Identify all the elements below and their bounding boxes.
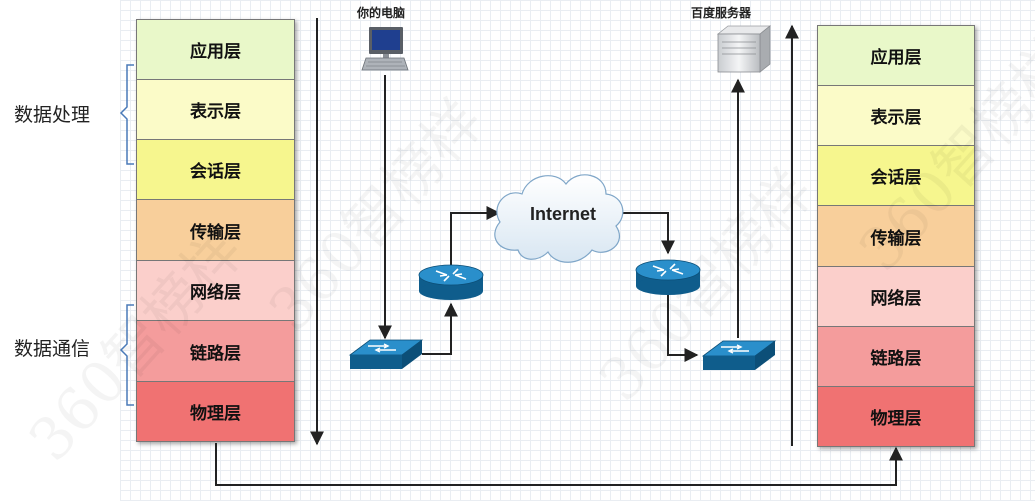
right-layer-link: 链路层: [817, 326, 975, 387]
right-osi-stack: 应用层 表示层 会话层 传输层 网络层 链路层 物理层: [817, 25, 975, 447]
data-processing-label: 数据处理: [14, 104, 91, 126]
internet-to-router-arrow: [613, 212, 675, 255]
left-router-icon: [418, 264, 484, 300]
right-layer-application: 应用层: [817, 25, 975, 86]
left-layer-link: 链路层: [136, 320, 295, 382]
left-layer-physical: 物理层: [136, 381, 295, 442]
router-to-internet-arrow: [450, 206, 501, 268]
data-processing-brace: [119, 64, 134, 165]
right-switch-icon: [701, 340, 777, 370]
computer-icon: [361, 27, 409, 71]
internet-label: Internet: [530, 204, 596, 224]
left-switch-icon: [348, 339, 424, 369]
your-computer-label: 你的电脑: [357, 6, 406, 20]
right-layer-network: 网络层: [817, 266, 975, 327]
right-layer-presentation: 表示层: [817, 85, 975, 146]
right-router-icon: [635, 259, 701, 295]
switch-to-router-arrow: [422, 302, 458, 355]
left-layer-network: 网络层: [136, 260, 295, 321]
left-layer-application: 应用层: [136, 19, 295, 80]
internet-cloud-icon: [494, 174, 624, 263]
left-layer-transport: 传输层: [136, 199, 295, 261]
left-osi-stack: 应用层 表示层 会话层 传输层 网络层 链路层 物理层: [136, 19, 295, 442]
baidu-server-label: 百度服务器: [691, 6, 752, 20]
physical-link-line: [215, 443, 903, 486]
right-layer-session: 会话层: [817, 145, 975, 206]
left-layer-session: 会话层: [136, 139, 295, 200]
data-communication-brace: [119, 304, 134, 406]
server-icon: [716, 25, 772, 73]
data-communication-label: 数据通信: [14, 338, 91, 360]
right-layer-physical: 物理层: [817, 386, 975, 447]
router-to-switch-arrow: [667, 294, 699, 362]
right-layer-transport: 传输层: [817, 205, 975, 267]
